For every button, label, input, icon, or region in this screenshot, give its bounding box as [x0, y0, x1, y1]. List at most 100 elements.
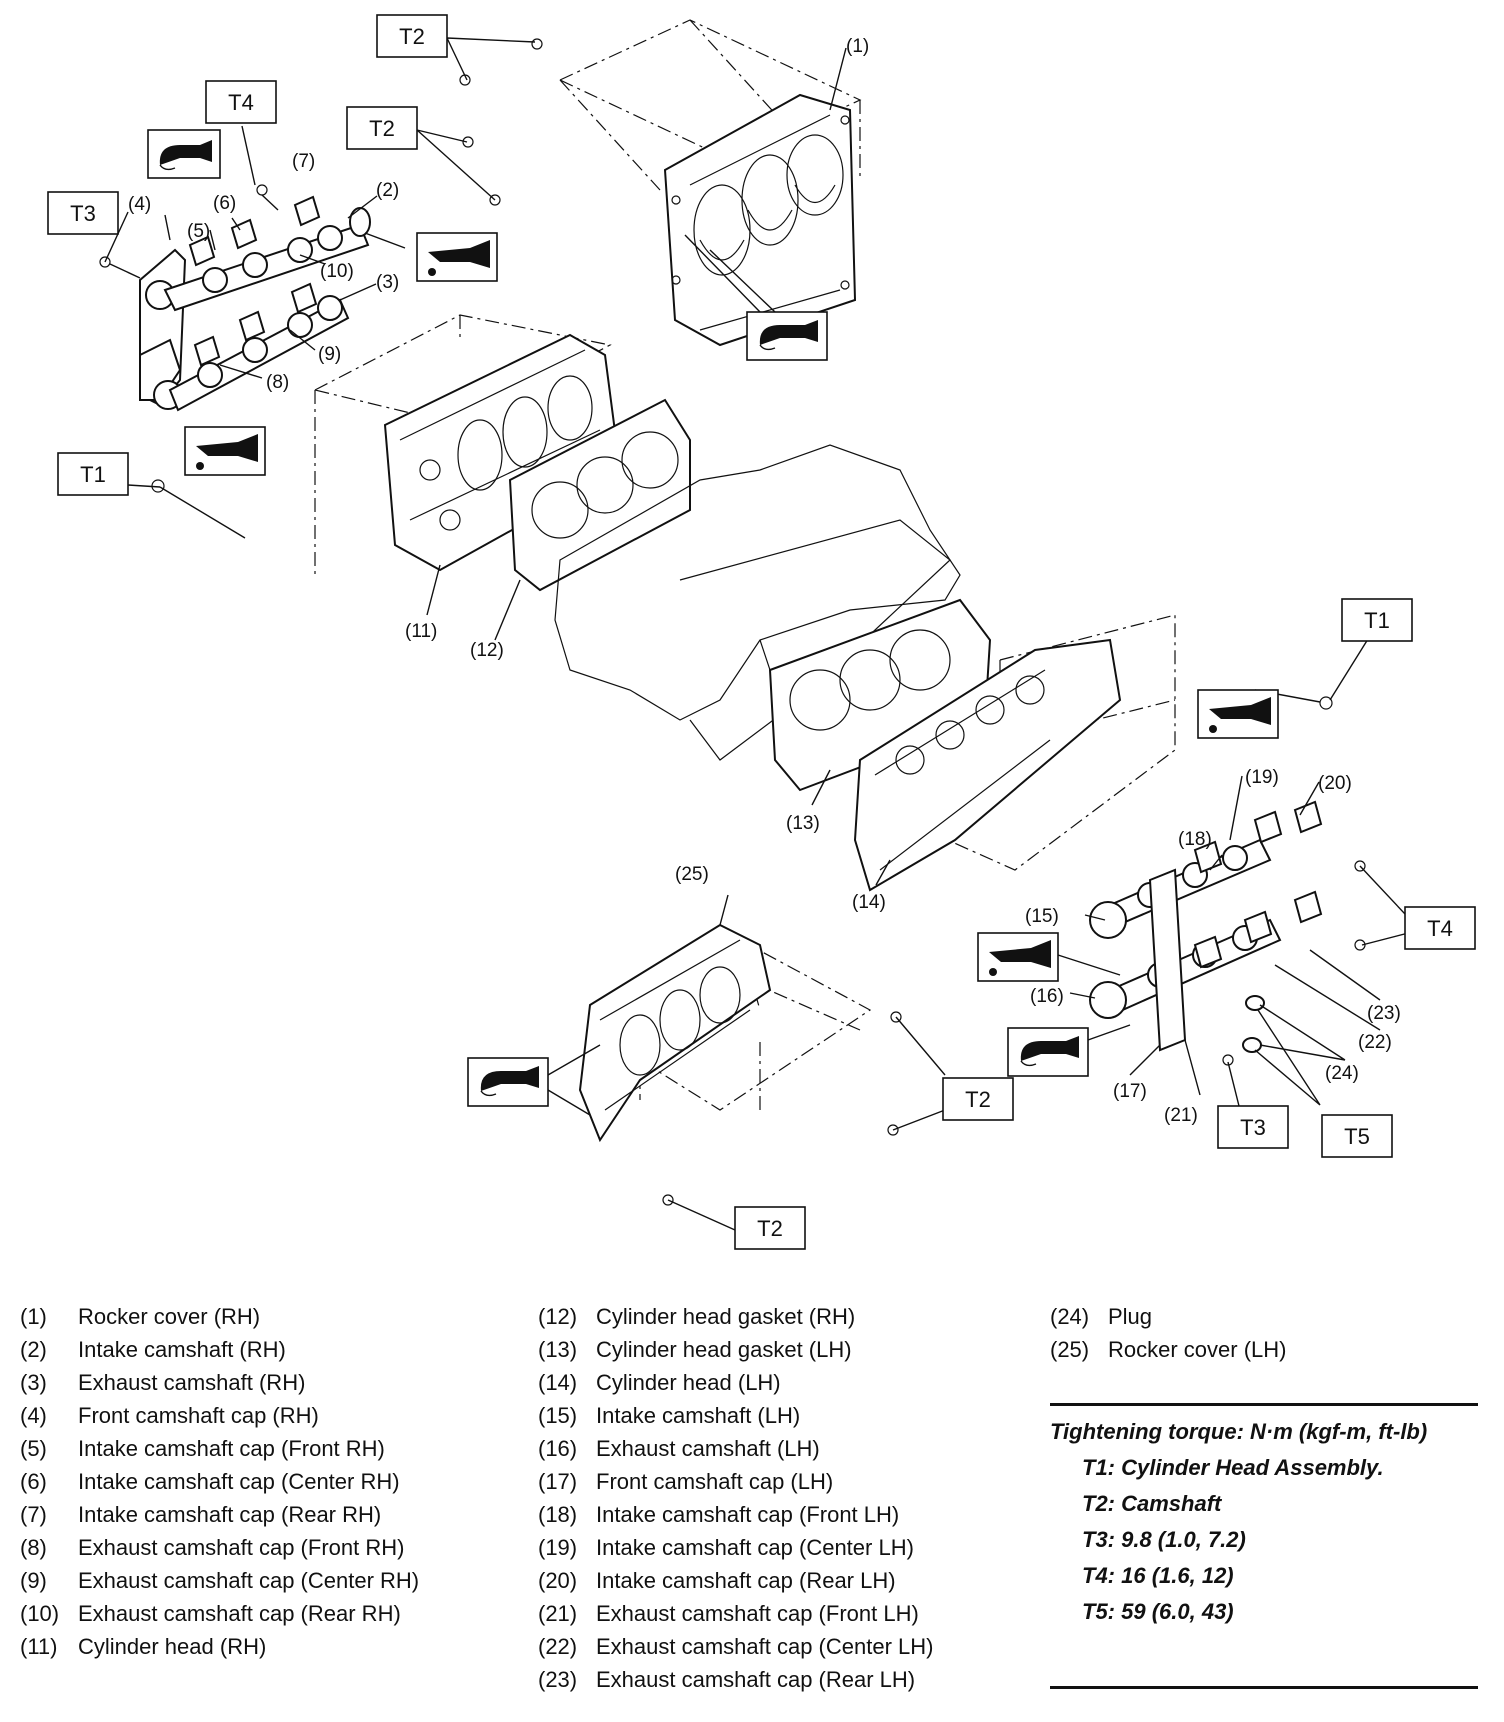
legend-item-number: (7) [20, 1502, 47, 1527]
legend-column-3: (24)Plug(25)Rocker cover (LH) [1050, 1300, 1490, 1366]
callout-6: (6) [213, 193, 236, 214]
legend-item-number: (13) [538, 1337, 578, 1362]
legend-item-label: Cylinder head (LH) [596, 1370, 781, 1395]
legend-item-label: Front camshaft cap (LH) [596, 1469, 834, 1494]
svg-text:T4: T4 [228, 90, 254, 115]
legend-item-label: Intake camshaft (LH) [596, 1403, 801, 1428]
legend-item: (17) Front camshaft cap (LH) [538, 1465, 978, 1498]
legend-item-number: (21) [538, 1601, 578, 1626]
callout-11: (11) [405, 621, 437, 642]
torque-tag-t2: T2 [942, 1077, 1014, 1121]
exploded-view-diagram: T2 T2 T4 T3 T1 T1 T4 T2 T3 T5 T2 (1) (2 [47, 14, 1476, 1250]
legend-item-number: (18) [538, 1502, 578, 1527]
liquid-gasket-icon [684, 234, 828, 361]
legend-item-number: (25) [1050, 1337, 1090, 1362]
legend-item: (13)Cylinder head gasket (LH) [538, 1333, 978, 1366]
engine-oil-icon [1197, 689, 1279, 739]
legend-item-number: (16) [538, 1436, 578, 1461]
legend-item-label: Intake camshaft cap (Rear RH) [78, 1502, 382, 1527]
legend-item-label: Cylinder head (RH) [78, 1634, 267, 1659]
legend-item-label: Intake camshaft (RH) [78, 1337, 286, 1362]
callout-17: (17) [1113, 1081, 1147, 1102]
callout-16: (16) [1030, 986, 1064, 1007]
legend-item-number: (12) [538, 1304, 578, 1329]
legend-item-label: Intake camshaft cap (Front RH) [78, 1436, 385, 1461]
legend-item: (2) Intake camshaft (RH) [20, 1333, 480, 1366]
callout-18: (18) [1178, 829, 1212, 850]
divider [1050, 1403, 1478, 1406]
legend-item: (9)Exhaust camshaft cap (Center RH) [20, 1564, 480, 1597]
callout-21: (21) [1164, 1105, 1198, 1126]
camshaft-assembly-lh [1089, 689, 1366, 1066]
legend-item-label: Intake camshaft cap (Front LH) [596, 1502, 900, 1527]
legend-item-number: (8) [20, 1535, 47, 1560]
legend-item: (7) Intake camshaft cap (Rear RH) [20, 1498, 480, 1531]
callout-4: (4) [128, 194, 151, 215]
callout-12: (12) [470, 640, 504, 661]
torque-item-t4: T4: 16 (1.6, 12) [1082, 1563, 1234, 1588]
legend-item-number: (19) [538, 1535, 578, 1560]
svg-text:T2: T2 [965, 1087, 991, 1112]
legend-item: (16)Exhaust camshaft (LH) [538, 1432, 978, 1465]
legend-item: (14) Cylinder head (LH) [538, 1366, 978, 1399]
tightening-torque-block: Tightening torque: N·m (kgf-m, ft-lb) T1… [1050, 1403, 1478, 1689]
torque-tag-t1: T1 [1341, 598, 1413, 642]
legend-item: (18) Intake camshaft cap (Front LH) [538, 1498, 978, 1531]
legend-item-number: (2) [20, 1337, 47, 1362]
engine-oil-icon [416, 232, 498, 282]
torque-tag-t3: T3 [1217, 1105, 1289, 1149]
legend-item-label: Exhaust camshaft (RH) [78, 1370, 306, 1395]
callout-20: (20) [1318, 773, 1352, 794]
svg-text:T2: T2 [757, 1216, 783, 1241]
torque-tag-t5: T5 [1321, 1114, 1393, 1158]
engine-oil-icon [977, 932, 1121, 982]
legend-item-label: Intake camshaft cap (Center RH) [78, 1469, 400, 1494]
legend-item: (12)Cylinder head gasket (RH) [538, 1300, 978, 1333]
callout-7: (7) [292, 151, 315, 172]
legend-item-number: (17) [538, 1469, 578, 1494]
callout-22: (22) [1358, 1032, 1392, 1053]
torque-tag-t3: T3 [47, 191, 119, 235]
legend-item-number: (11) [20, 1634, 58, 1659]
callout-23: (23) [1367, 1003, 1401, 1024]
legend-item-number: (1) [20, 1304, 47, 1329]
svg-text:T2: T2 [369, 116, 395, 141]
legend-item-number: (22) [538, 1634, 578, 1659]
legend-item-label: Exhaust camshaft cap (Center RH) [78, 1568, 420, 1593]
legend-item: (8)Exhaust camshaft cap (Front RH) [20, 1531, 480, 1564]
liquid-gasket-icon [467, 1044, 601, 1116]
legend-item: (5) Intake camshaft cap (Front RH) [20, 1432, 480, 1465]
legend-item-number: (3) [20, 1370, 47, 1395]
callout-19: (19) [1245, 767, 1279, 788]
cylinder-head-rh [313, 314, 622, 575]
legend-item: (15) Intake camshaft (LH) [538, 1399, 978, 1432]
legend-item-label: Front camshaft cap (RH) [78, 1403, 319, 1428]
legend-item-number: (24) [1050, 1304, 1090, 1329]
legend-item-label: Exhaust camshaft cap (Center LH) [596, 1634, 934, 1659]
torque-item-t2: T2: Camshaft [1082, 1491, 1222, 1516]
rocker-cover-lh [578, 923, 872, 1143]
legend-item-label: Rocker cover (RH) [78, 1304, 261, 1329]
torque-item-t3: T3: 9.8 (1.0, 7.2) [1082, 1527, 1246, 1552]
legend-column-1: (1) Rocker cover (RH) (2) Intake camshaft (… [20, 1300, 480, 1663]
callout-13: (13) [786, 813, 820, 834]
svg-text:T3: T3 [1240, 1115, 1266, 1140]
legend-item-label: Intake camshaft cap (Center LH) [596, 1535, 914, 1560]
callout-9: (9) [318, 344, 341, 365]
engine-oil-icon [184, 426, 266, 476]
legend-item: (3) Exhaust camshaft (RH) [20, 1366, 480, 1399]
legend-item: (23)Exhaust camshaft cap (Rear LH) [538, 1663, 978, 1696]
legend-item-number: (14) [538, 1370, 578, 1395]
svg-text:T3: T3 [70, 201, 96, 226]
callout-8: (8) [266, 372, 289, 393]
legend-item-number: (5) [20, 1436, 47, 1461]
legend-item-number: (10) [20, 1601, 60, 1626]
legend-item-number: (15) [538, 1403, 578, 1428]
callout-5: (5) [187, 221, 210, 242]
camshaft-assembly-rh [99, 184, 371, 412]
legend-column-2: (12)Cylinder head gasket (RH)(13)Cylinde… [538, 1300, 978, 1696]
torque-tag-t1: T1 [57, 452, 129, 496]
legend-item-label: Exhaust camshaft cap (Rear RH) [78, 1601, 401, 1626]
svg-text:T1: T1 [80, 462, 106, 487]
torque-item-t5: T5: 59 (6.0, 43) [1082, 1599, 1234, 1624]
